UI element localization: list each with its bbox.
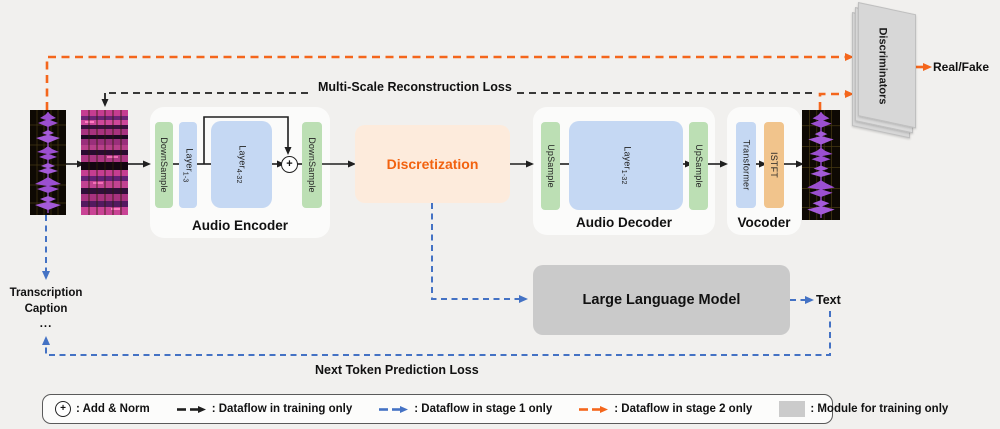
vocoder-transformer-label: Transformer: [741, 139, 751, 191]
training-dataflow-lines: [101, 92, 812, 107]
audio-decoder-title: Audio Decoder: [575, 215, 672, 230]
audio-encoder-title: Audio Encoder: [191, 218, 288, 233]
orange-dashed-arrow-icon: [579, 405, 609, 413]
vocoder-istft-label: ISTFT: [769, 152, 779, 178]
output-waveform-image: [802, 110, 840, 220]
vocoder-transformer: Transformer: [736, 122, 756, 208]
vocoder-title: Vocoder: [737, 215, 791, 230]
discretization-label: Discretization: [386, 156, 479, 172]
discretization-block: Discretization: [355, 125, 510, 203]
transcription-label: Transcription: [9, 287, 83, 299]
encoder-layer-4-32-label: Layer: [237, 145, 248, 169]
caption-label: Caption: [24, 302, 68, 315]
add-norm-node: +: [281, 156, 298, 173]
decoder-layer-1-32-label: Layer: [622, 146, 633, 170]
encoder-downsample-out: DownSample: [302, 122, 322, 208]
legend-box: + : Add & Norm : Dataflow in training on…: [42, 394, 948, 424]
llm-label: Large Language Model: [582, 292, 741, 308]
decoder-layer-1-32: Layer1-32: [569, 121, 683, 210]
encoder-downsample-in-label: DownSample: [159, 137, 169, 193]
decoder-upsample-out-label: UpSample: [693, 144, 704, 188]
gray-module-swatch-icon: [779, 401, 806, 417]
legend-item-stage1: : Dataflow in stage 1 only: [379, 403, 552, 415]
next-token-loss-label: Next Token Prediction Loss: [315, 363, 479, 377]
blue-dashed-arrow-icon: [379, 405, 409, 413]
encoder-layer-4-32: Layer4-32: [211, 121, 272, 208]
legend-item-module-training: : Module for training only: [779, 401, 948, 417]
multi-scale-loss-label: Multi-Scale Reconstruction Loss: [313, 80, 517, 94]
text-inputs-block: Transcription Caption ...: [6, 286, 86, 333]
text-output-label: Text: [816, 293, 841, 307]
vocoder-istft: ISTFT: [764, 122, 784, 208]
encoder-downsample-out-label: DownSample: [307, 137, 317, 193]
decoder-upsample-in-label: UpSample: [545, 144, 556, 188]
input-waveform-image: [30, 110, 66, 215]
decoder-upsample-in: UpSample: [541, 122, 560, 210]
stage1-dataflow-lines: [42, 203, 831, 356]
ellipsis-label: ...: [39, 318, 53, 331]
add-norm-icon: +: [55, 401, 71, 417]
main-flow-lines: [66, 116, 804, 168]
legend-item-stage2: : Dataflow in stage 2 only: [579, 403, 752, 415]
discriminators-label: Discriminators: [877, 27, 889, 105]
decoder-upsample-out: UpSample: [689, 122, 708, 210]
large-language-model-block: Large Language Model: [533, 265, 790, 335]
encoder-layer-1-3-label: Layer: [184, 147, 195, 172]
input-spectrogram-image: [81, 110, 128, 215]
real-fake-label: Real/Fake: [933, 60, 990, 74]
encoder-layer-1-3: Layer1-3: [179, 122, 197, 208]
black-dashed-arrow-icon: [176, 405, 206, 413]
discriminators-stack: Discriminators: [852, 2, 918, 139]
legend-item-training-only: : Dataflow in training only: [176, 403, 352, 415]
legend-item-add-norm: + : Add & Norm: [55, 401, 150, 417]
encoder-downsample-in: DownSample: [155, 122, 173, 208]
